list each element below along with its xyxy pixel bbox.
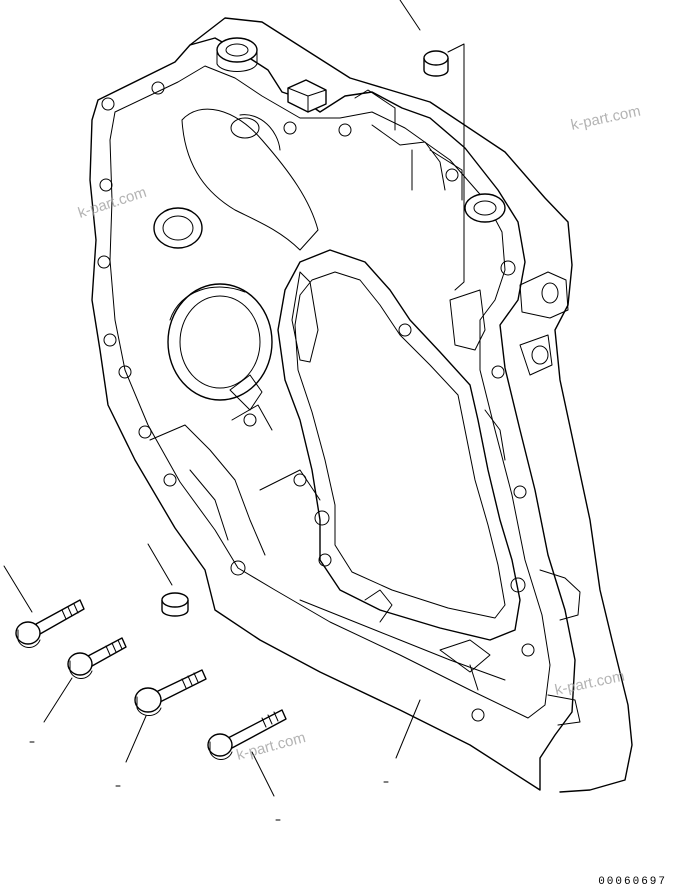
housing	[89, 17, 633, 793]
leader-lines	[3, 0, 465, 821]
dowel-pin-lower	[161, 592, 189, 617]
watermark-1: k-part.com	[569, 103, 642, 134]
bolt-3	[134, 669, 207, 716]
watermark-3: k-part.com	[553, 668, 626, 699]
watermark-2: k-part.com	[76, 184, 149, 222]
bolt-2	[67, 637, 127, 679]
bolt-4	[207, 709, 287, 760]
drawing-code: 00060697	[598, 876, 667, 888]
bolt-1	[15, 599, 85, 648]
bolt-hole-set	[97, 81, 535, 722]
dowel-pin-upper	[423, 50, 449, 77]
